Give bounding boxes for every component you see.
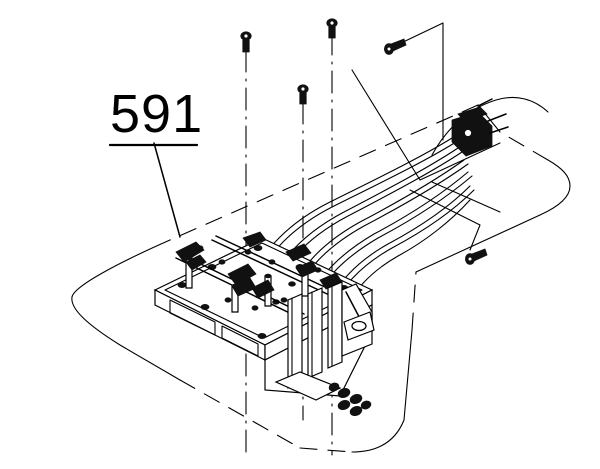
- connector-pin-3: [477, 98, 493, 107]
- phantom-corner-right: [539, 159, 571, 216]
- grommet-6: [360, 400, 372, 410]
- cylinder-2: [307, 287, 323, 379]
- nub-2: [218, 259, 226, 265]
- screw-3: [326, 18, 338, 39]
- nub-7: [224, 297, 232, 303]
- grommet-1: [337, 387, 351, 399]
- clamp-3: [242, 231, 267, 248]
- cylinder-components: [287, 281, 343, 389]
- callout-leader: [153, 142, 181, 238]
- screw-4-shaft: [390, 38, 407, 52]
- guide-rail-2b: [215, 235, 345, 297]
- plate-slot-left-2: [221, 325, 259, 357]
- connector-pin-2: [489, 126, 509, 134]
- connector-hole: [463, 128, 473, 138]
- cylinder-3: [327, 281, 343, 369]
- leader-screw-lower-right: [409, 189, 481, 251]
- phantom-edge-bottom: [299, 447, 353, 453]
- grommets: [328, 382, 372, 417]
- clamp-2: [227, 263, 257, 286]
- screw-5-shaft: [471, 248, 488, 262]
- mount-hole-7: [257, 332, 267, 339]
- screw-3-socket: [330, 21, 334, 25]
- mount-hole-8: [200, 303, 210, 310]
- callout-number: 591: [110, 84, 203, 144]
- screw-1-socket: [244, 34, 248, 38]
- phantom-edge-bottom-left: [179, 379, 301, 449]
- leader-screw-top-right: [398, 22, 444, 141]
- main-assembly: [153, 231, 375, 401]
- screw-5: [464, 248, 488, 265]
- phantom-corner-bottom-right: [351, 329, 413, 453]
- screw-1-shaft: [242, 39, 250, 53]
- phantom-edge-inner-diagonal: [415, 214, 541, 273]
- leader-connector: [351, 69, 501, 181]
- terminal-nubs: [196, 245, 322, 311]
- grommet-5: [328, 382, 340, 392]
- mount-hole-1: [177, 281, 187, 288]
- base-plate-inner-rim: [164, 242, 363, 339]
- clamp-6: [251, 279, 275, 299]
- phantom-edge-top-right: [499, 131, 549, 161]
- screw-5-socket: [468, 257, 472, 261]
- mount-hole-11: [288, 281, 296, 287]
- phantom-corner-left: [71, 239, 181, 381]
- screws: [240, 18, 488, 265]
- nub-6: [280, 297, 288, 303]
- clamp-1b: [185, 254, 207, 271]
- bracket-base-pad: [274, 371, 342, 401]
- screw-4: [383, 38, 407, 55]
- nub-1: [196, 245, 204, 251]
- screw-1: [240, 31, 252, 53]
- screw-4-socket: [387, 47, 391, 51]
- clamp-4: [285, 243, 312, 262]
- phantom-top-rail: [431, 96, 549, 156]
- connector-pin-1: [487, 113, 507, 122]
- plate-slot-left: [169, 299, 216, 336]
- nub-3: [244, 249, 252, 255]
- connector-top: [457, 106, 488, 123]
- nub-4: [268, 259, 276, 265]
- phantom-edge-top-left: [169, 104, 479, 241]
- callout-591: 591: [108, 84, 203, 238]
- nub-8: [251, 305, 259, 311]
- chassis-phantom-outline: [71, 96, 571, 453]
- grommet-3: [337, 399, 351, 411]
- nub-5: [314, 267, 322, 273]
- grommet-4: [349, 405, 363, 417]
- screw-2-socket: [301, 87, 305, 91]
- screw-3-shaft: [328, 26, 336, 39]
- mount-hole-3: [253, 244, 263, 251]
- grommet-2: [349, 393, 363, 405]
- phantom-edge-inner-vertical: [411, 271, 417, 331]
- screw-2-shaft: [299, 92, 307, 105]
- harness-connector: [451, 98, 509, 157]
- mounting-bracket-foot: [341, 283, 375, 357]
- post-3-top: [264, 273, 272, 279]
- bracket-foot-hole: [351, 320, 367, 332]
- screw-2: [297, 84, 309, 105]
